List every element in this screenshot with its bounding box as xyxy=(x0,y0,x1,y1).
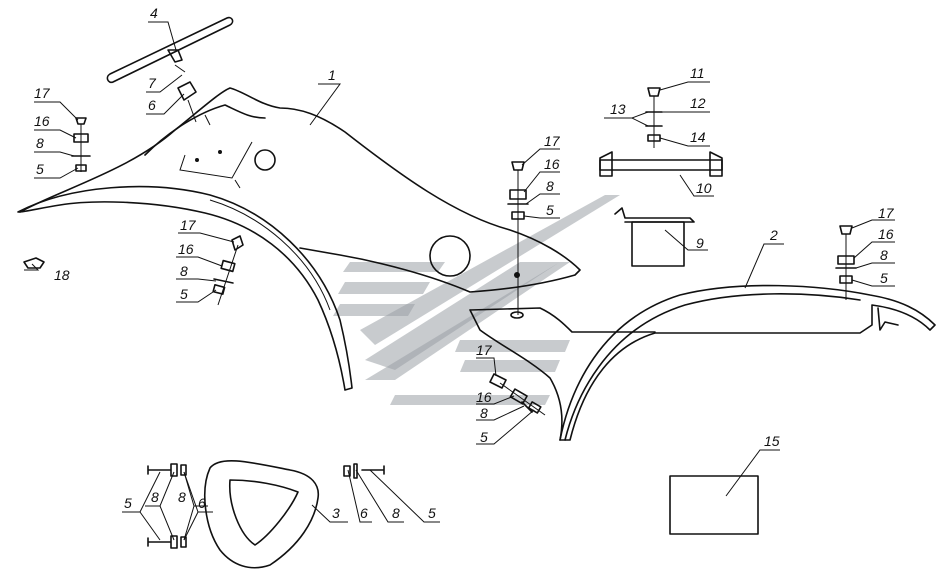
label-8-bottom-left: 8 xyxy=(151,489,159,505)
label-5-left: 5 xyxy=(36,161,44,177)
label-17-fender: 17 xyxy=(180,217,197,233)
label-8-center: 8 xyxy=(546,178,554,194)
fastener-stack-top xyxy=(645,87,663,148)
label-12: 12 xyxy=(690,95,706,111)
part-9-bracket xyxy=(614,207,695,267)
label-17-center: 17 xyxy=(544,133,561,149)
label-16-left: 16 xyxy=(34,113,50,129)
label-8-bottom-mid: 8 xyxy=(178,489,186,505)
label-2: 2 xyxy=(769,227,778,243)
fastener-stack-lower xyxy=(489,373,546,416)
label-6-bottom-left: 6 xyxy=(198,495,206,511)
label-16-lower: 16 xyxy=(476,389,492,405)
fastener-stack-left xyxy=(71,117,91,172)
fastener-stack-center xyxy=(507,161,529,315)
label-8-fender: 8 xyxy=(180,263,188,279)
label-16-fender: 16 xyxy=(178,241,194,257)
label-5-fender: 5 xyxy=(180,286,188,302)
label-8-left: 8 xyxy=(36,135,44,151)
label-17-left: 17 xyxy=(34,85,51,101)
label-13: 13 xyxy=(610,101,626,117)
label-8-right: 8 xyxy=(880,247,888,263)
label-18: 18 xyxy=(54,267,70,283)
part-15-plate xyxy=(669,475,759,535)
label-7: 7 xyxy=(148,75,157,91)
label-5-lower: 5 xyxy=(480,429,488,445)
label-5-center: 5 xyxy=(546,202,554,218)
label-15: 15 xyxy=(764,433,780,449)
fastener-stack-right xyxy=(835,225,857,300)
label-14: 14 xyxy=(690,129,706,145)
label-17-lower: 17 xyxy=(476,342,493,358)
label-5-bottom-left: 5 xyxy=(124,495,132,511)
label-5-right: 5 xyxy=(880,270,888,286)
part-3-pad xyxy=(204,459,320,569)
label-8-lower: 8 xyxy=(480,405,488,421)
bottom-bolts xyxy=(147,463,385,549)
part-10-strip xyxy=(599,151,723,177)
part-4-handle xyxy=(106,16,234,123)
label-10: 10 xyxy=(696,180,712,196)
label-11: 11 xyxy=(690,65,705,81)
part-18-clip xyxy=(23,257,45,269)
label-4: 4 xyxy=(150,5,158,21)
part-2-rear-fender xyxy=(559,284,936,441)
label-16-right: 16 xyxy=(878,226,894,242)
watermark-logo xyxy=(333,195,620,405)
label-6-bottom-right: 6 xyxy=(360,505,368,521)
fastener-stack-fender xyxy=(212,235,244,306)
label-8-bottom-right: 8 xyxy=(392,505,400,521)
label-5-bottom-right: 5 xyxy=(428,505,436,521)
part-labels: 4 7 6 1 17 16 8 5 18 17 16 8 5 17 16 8 5… xyxy=(34,5,895,521)
label-6-top: 6 xyxy=(148,97,156,113)
leader-lines xyxy=(24,21,895,541)
label-16-center: 16 xyxy=(544,156,560,172)
label-9: 9 xyxy=(696,235,704,251)
label-3: 3 xyxy=(332,505,340,521)
part-1-shield xyxy=(19,87,581,293)
label-17-right: 17 xyxy=(878,205,895,221)
front-fender-left xyxy=(17,185,353,391)
mudguard-bracket xyxy=(469,307,656,441)
label-1: 1 xyxy=(328,67,336,83)
